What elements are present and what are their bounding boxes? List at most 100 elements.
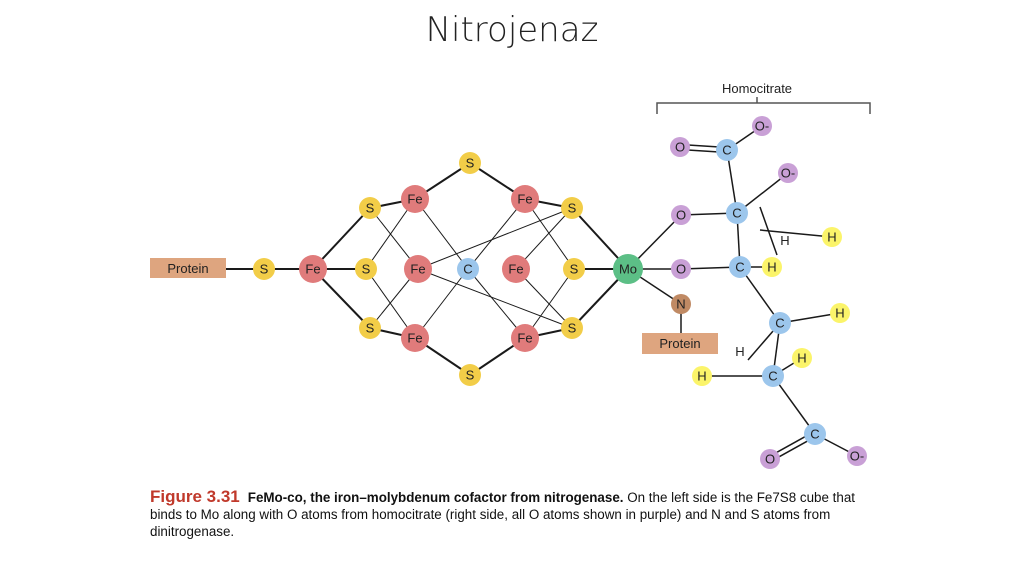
atom-label: C xyxy=(722,143,731,158)
atom-label: S xyxy=(260,262,269,277)
atom-circle xyxy=(716,139,738,161)
protein-box-bottom: Protein xyxy=(642,333,718,354)
atom-label: S xyxy=(570,262,579,277)
atom-circle xyxy=(561,317,583,339)
h-label-bare-1: H xyxy=(780,233,789,248)
atom-o-mid2: O xyxy=(671,259,691,279)
atom-c-h2: C xyxy=(726,202,748,224)
atom-label: S xyxy=(366,201,375,216)
atom-circle xyxy=(671,205,691,225)
bonds xyxy=(226,125,858,462)
atom-fe-lr: Fe xyxy=(511,324,539,352)
bond-fe_ur-c_center xyxy=(467,198,526,270)
atom-o-h2: O- xyxy=(752,116,772,136)
atom-circle xyxy=(563,258,585,280)
atom-s-ul: S xyxy=(359,197,381,219)
atom-label: C xyxy=(775,316,784,331)
atom-o-mid1: O xyxy=(671,205,691,225)
bond-fe_lr-s_mr xyxy=(524,268,575,339)
atom-s-mr: S xyxy=(563,258,585,280)
bond-fe_ml-s_ur xyxy=(417,207,573,270)
atom-circle xyxy=(726,202,748,224)
atom-s-bottom: S xyxy=(459,364,481,386)
bond-fe_ul-c_center xyxy=(414,198,469,270)
atom-circle xyxy=(561,197,583,219)
atom-label: Mo xyxy=(619,262,637,277)
atom-c-center: C xyxy=(457,258,479,280)
atom-o-h4: O xyxy=(760,449,780,469)
atom-label: Fe xyxy=(508,262,523,277)
atom-circle xyxy=(613,254,643,284)
atom-s-left: S xyxy=(253,258,275,280)
atom-label: O xyxy=(765,452,775,467)
atom-circle xyxy=(401,324,429,352)
atom-circle xyxy=(769,312,791,334)
atom-label: S xyxy=(466,368,475,383)
atom-circle xyxy=(670,137,690,157)
atom-label: O- xyxy=(850,449,864,464)
atom-label: O xyxy=(675,140,685,155)
atom-label: S xyxy=(466,156,475,171)
atom-label: S xyxy=(568,321,577,336)
atom-h5: H xyxy=(692,366,712,386)
atom-circle xyxy=(359,197,381,219)
slide-title: Nitrojenaz xyxy=(425,10,599,50)
atom-label: C xyxy=(810,427,819,442)
atom-circle xyxy=(792,348,812,368)
atom-label: Fe xyxy=(305,262,320,277)
atom-h1: H xyxy=(822,227,842,247)
atom-h2: H xyxy=(762,257,782,277)
atom-circle xyxy=(511,185,539,213)
atom-label: H xyxy=(797,351,806,366)
atom-c-h3: C xyxy=(729,256,751,278)
atom-label: Fe xyxy=(410,262,425,277)
atom-label: H xyxy=(835,306,844,321)
atom-label: C xyxy=(463,262,472,277)
figure-title: FeMo-co, the iron–molybdenum cofactor fr… xyxy=(247,490,624,505)
atom-c-h5: C xyxy=(762,365,784,387)
atom-label: S xyxy=(362,262,371,277)
atom-circle xyxy=(752,116,772,136)
atom-c-h1: C xyxy=(716,139,738,161)
atom-circle xyxy=(760,449,780,469)
atom-s-ll: S xyxy=(359,317,381,339)
atom-circle xyxy=(847,446,867,466)
bond-s_ml-fe_ul xyxy=(365,198,416,270)
atom-circle xyxy=(671,294,691,314)
atom-circle xyxy=(671,259,691,279)
atom-circle xyxy=(355,258,377,280)
atom-c-h4: C xyxy=(769,312,791,334)
atom-label: C xyxy=(768,369,777,384)
atom-h4: H xyxy=(792,348,812,368)
atom-fe-ur: Fe xyxy=(511,185,539,213)
atom-label: S xyxy=(568,201,577,216)
atom-label: Fe xyxy=(517,331,532,346)
atom-circle xyxy=(253,258,275,280)
bond-fe_ml-s_lr xyxy=(417,268,573,329)
atom-circle xyxy=(457,258,479,280)
bond-c_h3-c_h4 xyxy=(739,266,781,324)
atom-s-lr: S xyxy=(561,317,583,339)
atom-circle xyxy=(692,366,712,386)
homocitrate-bracket: Homocitrate xyxy=(656,81,871,114)
bond-ch-h1 xyxy=(759,229,833,238)
atom-label: C xyxy=(735,260,744,275)
atom-o-h1: O xyxy=(670,137,690,157)
atom-circle xyxy=(822,227,842,247)
atom-h3: H xyxy=(830,303,850,323)
atom-circle xyxy=(401,185,429,213)
bond-cross-vertical xyxy=(759,206,778,256)
atom-s-ml: S xyxy=(355,258,377,280)
atom-circle xyxy=(778,163,798,183)
atom-label: O- xyxy=(755,119,769,134)
atom-o-h5: O- xyxy=(847,446,867,466)
atom-circle xyxy=(830,303,850,323)
atom-s-ur: S xyxy=(561,197,583,219)
atom-fe-ul: Fe xyxy=(401,185,429,213)
atom-label: C xyxy=(732,206,741,221)
atom-label: Fe xyxy=(407,331,422,346)
atom-label: H xyxy=(697,369,706,384)
figure-caption-text: On the left side is the Fe7S8 cube that … xyxy=(150,490,855,539)
